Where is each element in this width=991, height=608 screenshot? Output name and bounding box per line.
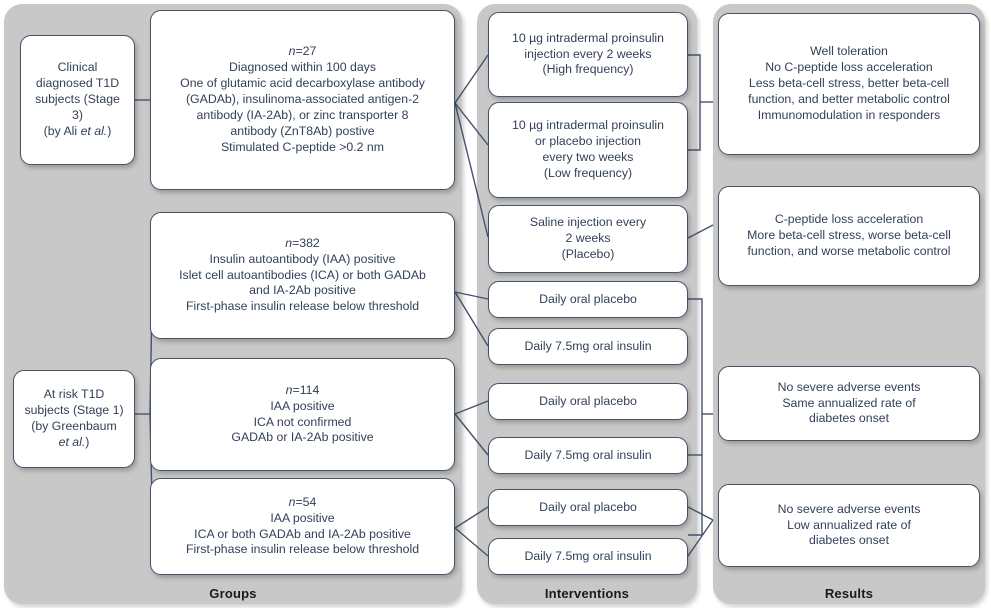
panel-label-results: Results — [824, 586, 874, 601]
intervention-oral-insulin-3[interactable]: Daily 7.5mg oral insulin — [488, 538, 688, 575]
intervention-oral-insulin-2[interactable]: Daily 7.5mg oral insulin — [488, 437, 688, 474]
intervention-oral-insulin-1[interactable]: Daily 7.5mg oral insulin — [488, 328, 688, 365]
intervention-oral-placebo-3[interactable]: Daily oral placebo — [488, 489, 688, 526]
intervention-oral-placebo-1[interactable]: Daily oral placebo — [488, 281, 688, 318]
intervention-oral-insulin-1-label: Daily 7.5mg oral insulin — [524, 338, 652, 353]
intervention-oral-placebo-2-label: Daily oral placebo — [539, 393, 637, 408]
intervention-oral-placebo-3-label: Daily oral placebo — [539, 499, 637, 514]
intervention-oral-insulin-2-label: Daily 7.5mg oral insulin — [524, 447, 652, 462]
intervention-oral-placebo-2[interactable]: Daily oral placebo — [488, 383, 688, 420]
panel-label-groups: Groups — [209, 586, 257, 601]
intervention-oral-insulin-3-label: Daily 7.5mg oral insulin — [524, 548, 652, 563]
intervention-oral-placebo-1-label: Daily oral placebo — [539, 291, 637, 306]
panel-label-interventions: Interventions — [544, 586, 630, 601]
